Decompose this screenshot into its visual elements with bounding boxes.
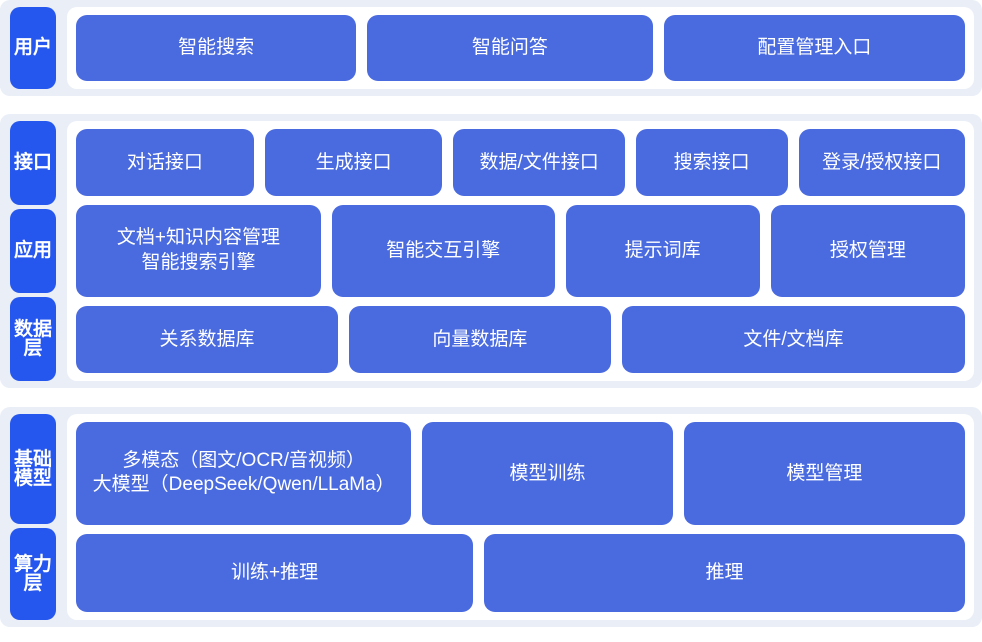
box-prompt-library[interactable]: 提示词库 bbox=[565, 205, 760, 297]
layer-label-interface[interactable]: 接口 bbox=[10, 121, 56, 205]
box-smart-qa[interactable]: 智能问答 bbox=[367, 15, 653, 81]
label-column-user: 用户 bbox=[10, 7, 56, 89]
panel-application: 对话接口 生成接口 数据/文件接口 搜索接口 登录/授权接口 文档+知识内容管理… bbox=[67, 121, 974, 381]
box-relational-database[interactable]: 关系数据库 bbox=[76, 305, 338, 373]
box-generation-api[interactable]: 生成接口 bbox=[264, 129, 443, 197]
section-application: 接口 应用 数据层 对话接口 生成接口 数据/文件接口 搜索接口 登录/授权接口… bbox=[0, 114, 982, 388]
box-model-management[interactable]: 模型管理 bbox=[683, 422, 966, 525]
box-training-and-inference[interactable]: 训练+推理 bbox=[76, 533, 474, 613]
box-authorization-management[interactable]: 授权管理 bbox=[770, 205, 965, 297]
label-column-application: 接口 应用 数据层 bbox=[10, 121, 56, 381]
box-vector-database[interactable]: 向量数据库 bbox=[348, 305, 611, 373]
layer-label-foundation-model[interactable]: 基础模型 bbox=[10, 414, 56, 524]
panel-foundation: 多模态（图文/OCR/音视频） 大模型（DeepSeek/Qwen/LLaMa）… bbox=[67, 414, 974, 620]
row-application-services: 文档+知识内容管理 智能搜索引擎 智能交互引擎 提示词库 授权管理 bbox=[76, 205, 965, 297]
box-login-auth-api[interactable]: 登录/授权接口 bbox=[798, 129, 965, 197]
box-data-file-api[interactable]: 数据/文件接口 bbox=[453, 129, 625, 197]
row-user-entries: 智能搜索 智能问答 配置管理入口 bbox=[76, 15, 965, 81]
layer-label-compute[interactable]: 算力层 bbox=[10, 528, 56, 620]
layer-label-data[interactable]: 数据层 bbox=[10, 297, 56, 381]
box-multimodal-large-model[interactable]: 多模态（图文/OCR/音视频） 大模型（DeepSeek/Qwen/LLaMa） bbox=[76, 422, 412, 525]
box-search-api[interactable]: 搜索接口 bbox=[635, 129, 788, 197]
section-user: 用户 智能搜索 智能问答 配置管理入口 bbox=[0, 0, 982, 96]
layer-label-user[interactable]: 用户 bbox=[10, 7, 56, 89]
box-model-training[interactable]: 模型训练 bbox=[422, 422, 673, 525]
box-dialog-api[interactable]: 对话接口 bbox=[76, 129, 254, 197]
row-interface-apis: 对话接口 生成接口 数据/文件接口 搜索接口 登录/授权接口 bbox=[76, 129, 965, 197]
row-data-stores: 关系数据库 向量数据库 文件/文档库 bbox=[76, 305, 966, 373]
box-smart-search[interactable]: 智能搜索 bbox=[76, 15, 357, 81]
box-intelligent-interaction-engine[interactable]: 智能交互引擎 bbox=[331, 205, 555, 297]
box-document-knowledge-management[interactable]: 文档+知识内容管理 智能搜索引擎 bbox=[76, 205, 321, 297]
box-config-management-entry[interactable]: 配置管理入口 bbox=[663, 15, 965, 81]
box-inference[interactable]: 推理 bbox=[484, 533, 965, 613]
layer-label-application[interactable]: 应用 bbox=[10, 209, 56, 293]
panel-user: 智能搜索 智能问答 配置管理入口 bbox=[67, 7, 974, 89]
label-column-foundation: 基础模型 算力层 bbox=[10, 414, 56, 620]
row-foundation-models: 多模态（图文/OCR/音视频） 大模型（DeepSeek/Qwen/LLaMa）… bbox=[76, 422, 966, 525]
box-file-document-store[interactable]: 文件/文档库 bbox=[621, 305, 966, 373]
section-foundation: 基础模型 算力层 多模态（图文/OCR/音视频） 大模型（DeepSeek/Qw… bbox=[0, 407, 982, 627]
row-compute: 训练+推理 推理 bbox=[76, 533, 965, 613]
